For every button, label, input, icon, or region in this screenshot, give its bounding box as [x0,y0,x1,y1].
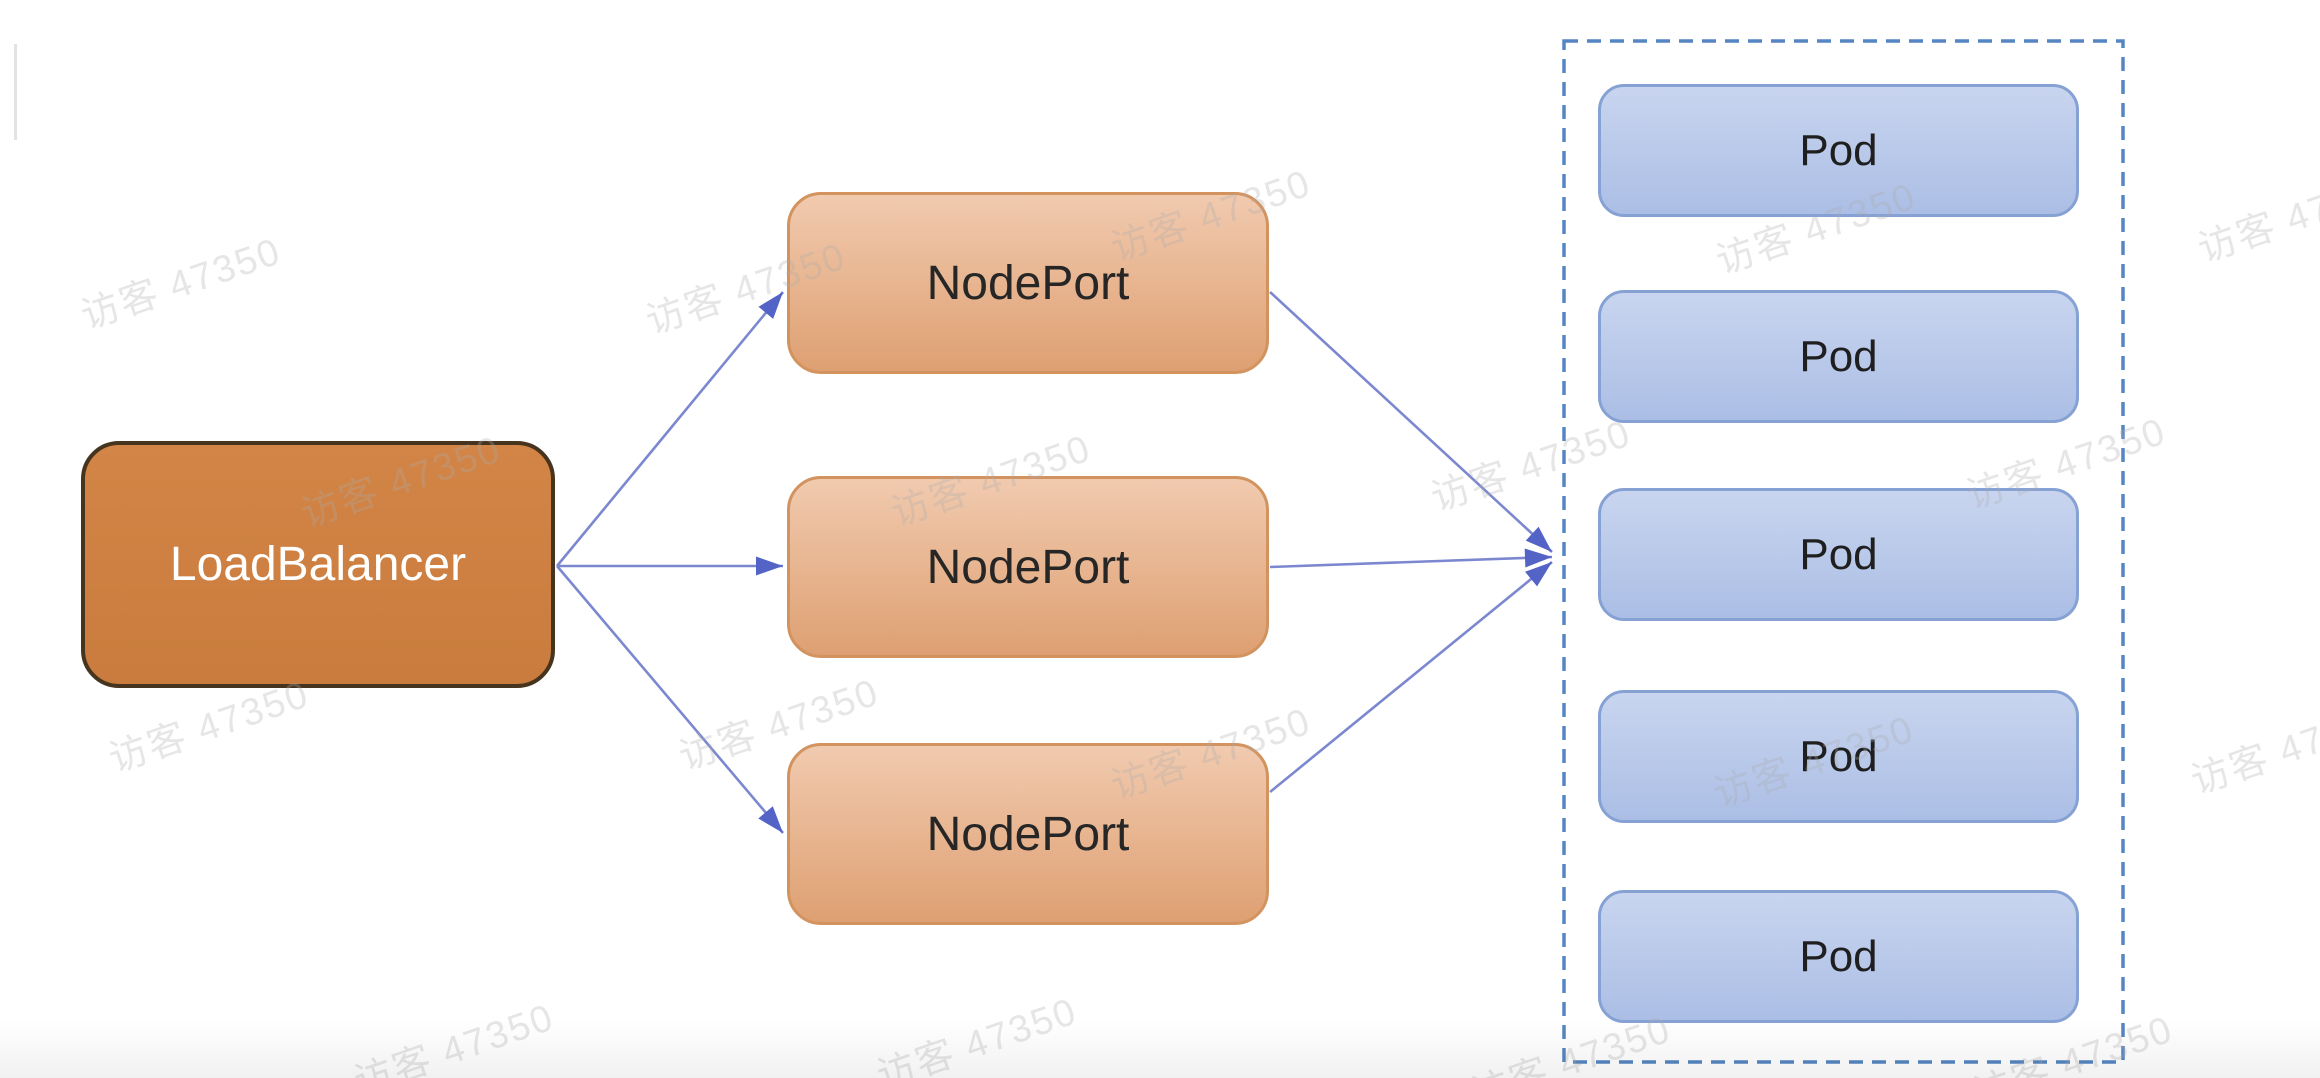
arrowhead [758,292,783,319]
nodeport-node-3: NodePort [787,743,1269,925]
connector-line-4 [1269,291,1553,553]
arrowhead [1524,548,1552,568]
arrowhead [758,806,783,833]
loadbalancer-node: LoadBalancer [81,441,555,688]
nodeport-node-1: NodePort [787,192,1269,374]
pod-node-3: Pod [1598,488,2079,621]
arrowhead [756,556,783,576]
arrowhead [1525,562,1552,587]
nodeport-node-2: NodePort [787,476,1269,658]
pod-node-1: Pod [1598,84,2079,217]
pod-node-4: Pod [1598,690,2079,823]
pod-node-5: Pod [1598,890,2079,1023]
connector-line-5 [1269,555,1553,569]
connector-line-6 [1269,560,1553,794]
cluster-dashed-border [1562,39,2125,1064]
connector-line-1 [555,291,785,567]
arrowhead [1525,526,1552,552]
page-edge-line [14,44,17,140]
pod-node-2: Pod [1598,290,2079,423]
connector-line-3 [556,565,784,834]
